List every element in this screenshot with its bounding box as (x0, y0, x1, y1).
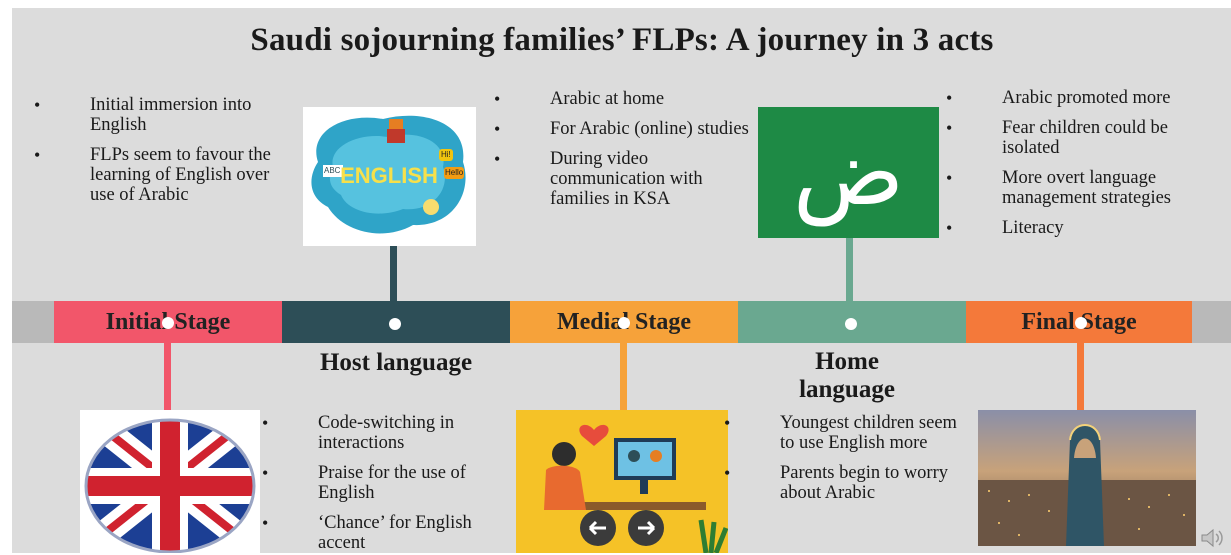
bullet-item: •Code-switching in interactions (262, 413, 455, 453)
arabic-letter-image: ض (758, 107, 939, 238)
slide: Saudi sojourning families’ FLPs: A journ… (12, 8, 1231, 553)
connector-stem (620, 343, 627, 410)
bullet-item: •Literacy (946, 218, 1064, 238)
home-language-heading: Home language (752, 348, 942, 404)
connector-stem (846, 238, 853, 301)
hi-tag: Hi! (441, 150, 451, 159)
initial-top-bullets: •Initial immersion into English •FLPs se… (34, 95, 290, 215)
bullet-item: •Parents begin to worry about Arabic (724, 463, 949, 503)
abc-tag: ABC (324, 166, 341, 175)
uk-flag-image (80, 410, 260, 553)
bullet-item: •More overt language management strategi… (946, 168, 1172, 208)
bullet-item: •For Arabic (online) studies (494, 119, 749, 139)
connector-stem (164, 343, 171, 410)
timeline-node (1075, 317, 1087, 329)
speaker-icon[interactable] (1200, 526, 1226, 550)
bullet-item: •Praise for the use of English (262, 463, 466, 503)
home-language-heading-line: Home (815, 348, 879, 375)
bullet-item: •Initial immersion into English (34, 95, 252, 135)
riyadh-skyline-image (978, 410, 1196, 546)
bullet-item: •Youngest children seem to use English m… (724, 413, 957, 453)
medial-top-bullets: •Arabic at home •For Arabic (online) stu… (494, 89, 750, 219)
timeline-node (618, 317, 630, 329)
video-call-illustration-image (516, 410, 728, 553)
english-illustration-image: ENGLISH ABC Hi! Hello (303, 107, 476, 246)
home-language-heading-line: language (799, 376, 895, 403)
bullet-item: •Arabic at home (494, 89, 665, 109)
timeline-node (845, 318, 857, 330)
home-bottom-bullets: •Youngest children seem to use English m… (724, 413, 960, 513)
connector-stem (390, 246, 397, 301)
bullet-item: •During video communication with familie… (494, 149, 703, 209)
arabic-letter: ض (792, 119, 905, 226)
slide-title: Saudi sojourning families’ FLPs: A journ… (250, 22, 994, 58)
timeline-node (162, 317, 174, 329)
bullet-item: •Fear children could be isolated (946, 118, 1168, 158)
host-language-heading: Host language (319, 349, 473, 376)
bullet-item: •‘Chance’ for English accent (262, 513, 472, 553)
bullet-item: •Arabic promoted more (946, 88, 1171, 108)
english-word: ENGLISH (340, 163, 438, 188)
host-bottom-bullets: •Code-switching in interactions •Praise … (262, 413, 508, 553)
timeline-node (389, 318, 401, 330)
hello-tag: Hello (445, 168, 464, 177)
final-top-bullets: •Arabic promoted more •Fear children cou… (946, 88, 1202, 248)
connector-stem (1077, 343, 1084, 410)
bullet-item: •FLPs seem to favour the learning of Eng… (34, 145, 271, 205)
